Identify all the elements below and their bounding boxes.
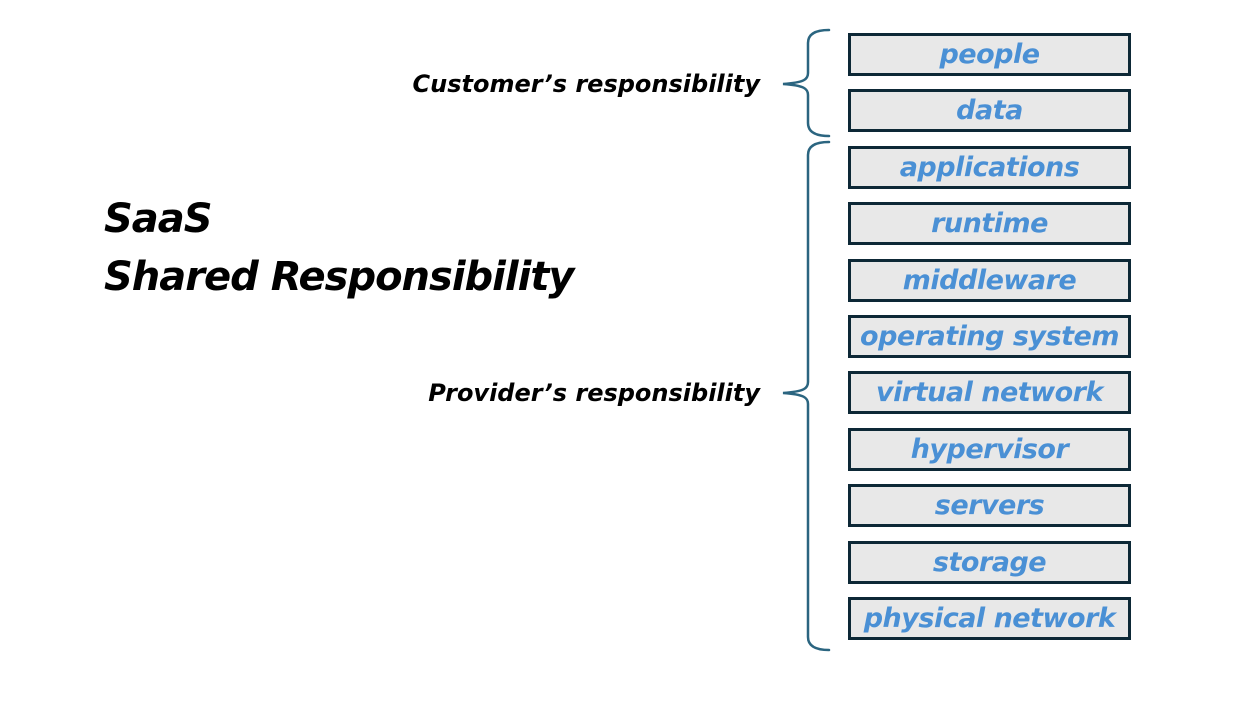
layer-box-applications: applications	[848, 145, 1131, 189]
layer-box-servers: servers	[848, 484, 1131, 528]
layer-label: servers	[934, 490, 1045, 522]
layer-box-physical-network: physical network	[848, 596, 1131, 640]
layer-stack: people data applications runtime middlew…	[848, 33, 1131, 640]
layer-label: middleware	[902, 264, 1077, 296]
layer-label: hypervisor	[910, 433, 1069, 465]
diagram-title-line1: SaaS	[104, 196, 213, 242]
layer-box-hypervisor: hypervisor	[848, 427, 1131, 471]
layer-label: applications	[899, 151, 1080, 183]
layer-label: runtime	[931, 208, 1048, 240]
customer-responsibility-label: Customer’s responsibility	[412, 70, 760, 98]
layer-label: virtual network	[876, 377, 1103, 409]
layer-box-runtime: runtime	[848, 202, 1131, 246]
diagram-title-line2: Shared Responsibility	[104, 254, 575, 300]
layer-box-virtual-network: virtual network	[848, 371, 1131, 415]
provider-responsibility-label: Provider’s responsibility	[428, 379, 760, 407]
provider-brace	[782, 140, 831, 652]
customer-brace	[782, 28, 831, 138]
layer-box-operating-system: operating system	[848, 314, 1131, 358]
layer-box-data: data	[848, 89, 1131, 133]
layer-label: storage	[932, 546, 1047, 578]
layer-label: people	[939, 39, 1040, 70]
layer-label: operating system	[860, 320, 1119, 352]
diagram-title: SaaS Shared Responsibility	[104, 190, 575, 306]
layer-box-middleware: middleware	[848, 258, 1131, 302]
layer-box-people: people	[848, 33, 1131, 76]
layer-label: physical network	[863, 602, 1116, 634]
layer-box-storage: storage	[848, 540, 1131, 584]
layer-label: data	[956, 95, 1023, 127]
